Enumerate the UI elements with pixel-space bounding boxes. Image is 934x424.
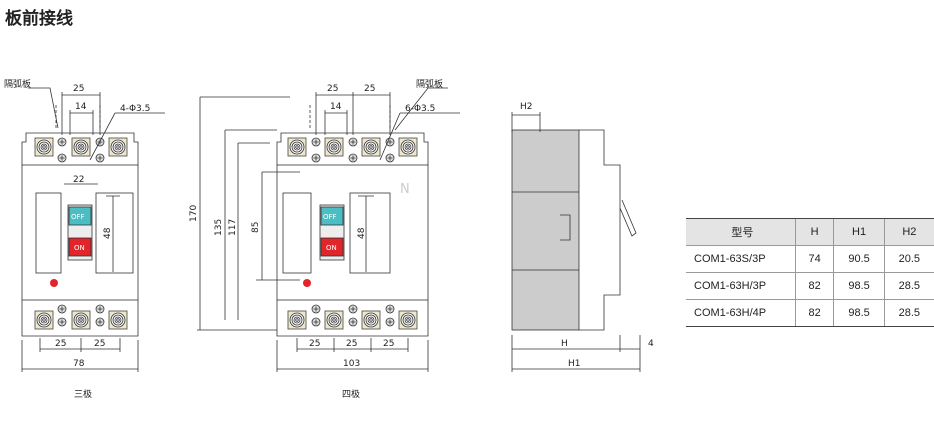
four-pole-drawing: 隔弧板 25 25 14 6-Φ3.5 N 170 135 117 85 48 …	[189, 78, 460, 400]
dim-117: 117	[228, 219, 238, 236]
header-h1: H1	[833, 218, 885, 246]
header-h: H	[794, 218, 834, 246]
dim-14: 14	[75, 102, 87, 112]
on-label: ON	[326, 244, 337, 252]
dim-25: 25	[73, 84, 84, 94]
dim-85: 85	[251, 222, 261, 233]
dim-48: 48	[357, 227, 367, 239]
cell: 82	[794, 272, 834, 300]
dim-14: 14	[330, 102, 342, 112]
off-label: OFF	[323, 213, 337, 221]
arc-plate-label: 隔弧板	[4, 78, 31, 90]
dim-48: 48	[103, 227, 113, 239]
cell: 74	[794, 245, 834, 273]
cell: 28.5	[883, 299, 934, 327]
dim-25: 25	[383, 339, 394, 349]
on-label: ON	[74, 244, 85, 252]
dim-h1: H1	[568, 359, 581, 369]
three-pole-label: 三极	[74, 388, 92, 400]
cell: 20.5	[883, 245, 934, 273]
cell: 90.5	[833, 245, 885, 273]
dim-22: 22	[73, 175, 84, 185]
off-label: OFF	[71, 213, 85, 221]
dim-135: 135	[214, 219, 224, 236]
page-title: 板前接线	[5, 9, 73, 29]
holes-label: 6-Φ3.5	[405, 104, 435, 114]
table-header-row: 型号 H H1 H2	[686, 218, 934, 246]
cell: COM1-63H/3P	[686, 272, 796, 300]
three-pole-drawing: 隔弧板 25 14 4-Φ3.5 22 48 OFF ON 25 25 78 三…	[4, 78, 165, 400]
cell: 28.5	[883, 272, 934, 300]
cell: 98.5	[833, 272, 885, 300]
dim-25: 25	[327, 84, 338, 94]
dim-25: 25	[55, 339, 66, 349]
header-model: 型号	[686, 218, 796, 246]
dim-25: 25	[94, 339, 105, 349]
dim-78: 78	[73, 359, 85, 369]
four-pole-label: 四极	[342, 388, 360, 400]
dim-h2: H2	[520, 102, 533, 112]
cell: 98.5	[833, 299, 885, 327]
dim-25: 25	[346, 339, 357, 349]
cell: COM1-63H/4P	[686, 299, 796, 327]
dim-103: 103	[343, 359, 360, 369]
dim-25: 25	[309, 339, 320, 349]
header-h2: H2	[883, 218, 934, 246]
side-view-drawing: H2 H 4 H1	[511, 102, 654, 372]
holes-label: 4-Φ3.5	[120, 104, 150, 114]
neutral-label: N	[400, 182, 410, 197]
dim-h: H	[561, 339, 568, 349]
cell: 82	[794, 299, 834, 327]
arc-plate-label: 隔弧板	[416, 78, 443, 90]
cell: COM1-63S/3P	[686, 245, 796, 273]
dim-170: 170	[189, 205, 199, 222]
dim-4: 4	[648, 339, 654, 349]
dim-25: 25	[364, 84, 375, 94]
